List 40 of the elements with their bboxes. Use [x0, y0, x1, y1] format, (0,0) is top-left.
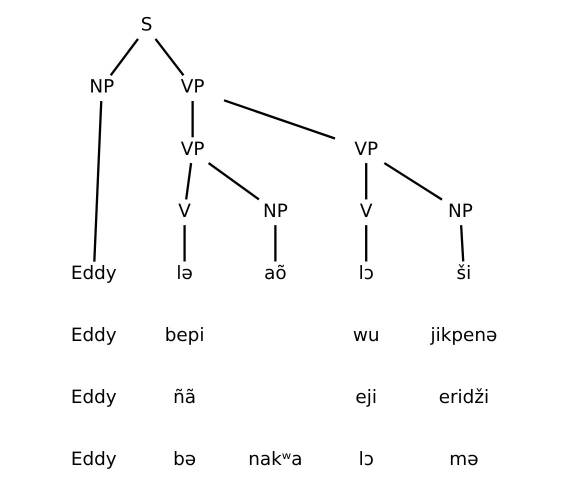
- label: eridži: [438, 386, 490, 408]
- connector: [384, 162, 443, 200]
- node-text: lɔ: [358, 262, 374, 284]
- label: mə: [449, 448, 479, 470]
- node-text: Eddy: [70, 262, 117, 284]
- label: bə: [173, 448, 196, 470]
- label: eji: [355, 386, 377, 408]
- connector: [274, 224, 277, 261]
- connector: [183, 224, 186, 261]
- connector: [365, 162, 368, 199]
- label: wu: [352, 324, 380, 346]
- label: Eddy: [70, 448, 117, 470]
- node-text: NP: [262, 200, 288, 222]
- connector: [110, 38, 139, 76]
- node-text: VP: [354, 138, 378, 160]
- node-text: NP: [448, 200, 473, 222]
- connector: [208, 162, 260, 200]
- node-text: V: [360, 200, 372, 222]
- label: Eddy: [70, 386, 117, 408]
- connector: [365, 224, 368, 261]
- label: nakʷa: [248, 448, 303, 470]
- label: jikpenə: [430, 324, 498, 346]
- node-text: VP: [180, 76, 204, 98]
- node-text: aõ: [264, 262, 287, 284]
- label: bepi: [164, 324, 204, 346]
- node-text: lə: [176, 262, 193, 284]
- label: lɔ: [358, 448, 374, 470]
- connector: [191, 100, 194, 137]
- label: Eddy: [70, 324, 117, 346]
- node-text: VP: [180, 138, 204, 160]
- node-text: ši: [456, 262, 472, 284]
- node-text: NP: [89, 76, 114, 98]
- connector: [185, 162, 192, 200]
- connector: [460, 224, 464, 262]
- connector: [224, 98, 336, 140]
- node-text: V: [178, 200, 191, 222]
- label: ñã: [173, 386, 196, 408]
- node-text: S: [140, 14, 152, 36]
- connector: [154, 38, 184, 76]
- connector: [93, 100, 102, 262]
